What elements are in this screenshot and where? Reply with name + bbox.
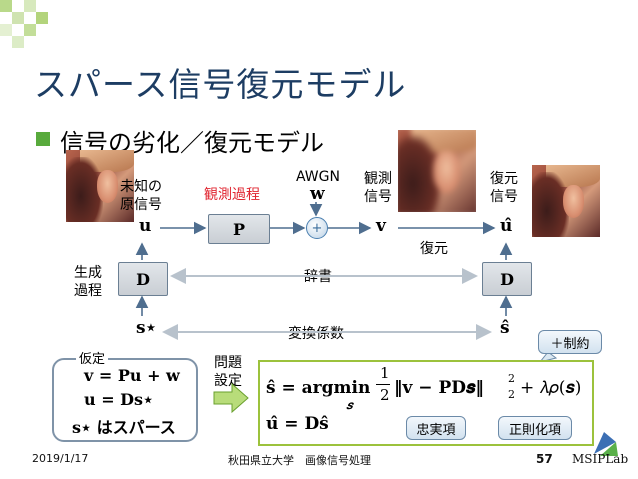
footer-course: 秋田県立大学 画像信号処理 (228, 454, 371, 467)
footer-logo: MSIPLab (572, 452, 629, 466)
label-generation: 生成 (74, 265, 102, 281)
formula-norm: ‖𝐯 − 𝐏𝐃𝒔‖ (394, 378, 484, 398)
adder-node: + (306, 217, 328, 239)
deco-square (36, 12, 48, 24)
label-generation-process: 過程 (74, 283, 102, 299)
label-observed: 観測 (364, 171, 392, 187)
formula-argmin-sub: 𝒔 (346, 398, 353, 412)
problem-setting-arrow (213, 382, 249, 414)
formula-frac-bar (376, 384, 390, 385)
label-setting: 設定 (214, 373, 242, 389)
symbol-u: 𝐮 (139, 216, 152, 236)
formula-frac-den: 2 (380, 386, 390, 404)
label-restored-signal: 信号 (490, 189, 518, 205)
formula-regularizer: + 𝜆𝜌(𝒔) (520, 378, 582, 398)
formula-argmin: 𝐬̂ = argmin (266, 378, 371, 398)
formula-frac-num: 1 (380, 364, 390, 382)
label-unknown: 未知の (120, 179, 162, 195)
deco-square (12, 36, 24, 48)
footer-page-number: 57 (536, 452, 553, 466)
formula-norm-sub: 2 (508, 388, 515, 401)
slide-title: スパース信号復元モデル (34, 65, 407, 104)
symbol-s-hat: 𝐬̂ (500, 318, 510, 338)
constraint-callout: ＋制約 (538, 330, 602, 354)
label-observation-process: 観測過程 (204, 187, 260, 203)
label-original-signal: 原信号 (120, 197, 162, 213)
block-dictionary-D-left: D (118, 262, 168, 296)
label-observed-signal: 信号 (364, 189, 392, 205)
original-image (66, 150, 134, 222)
deco-square (0, 24, 12, 36)
deco-square (12, 12, 24, 24)
assumption-line-2: 𝐮 = 𝐃𝐬⋆ (84, 390, 154, 409)
formula-norm-sup: 2 (508, 372, 515, 385)
label-problem: 問題 (214, 355, 242, 371)
label-restored: 復元 (490, 171, 518, 187)
block-observation-P: P (208, 214, 270, 244)
assumption-title: 仮定 (76, 348, 109, 367)
symbol-v: 𝐯 (376, 216, 386, 236)
deco-square (24, 24, 36, 36)
label-restore: 復元 (420, 241, 448, 257)
symbol-u-hat: 𝐮̂ (500, 216, 513, 236)
assumption-line-3: 𝐬⋆ はスパース (72, 418, 176, 437)
symbol-s-star: 𝐬⋆ (136, 318, 157, 338)
regularization-term-callout: 正則化項 (498, 416, 572, 440)
assumption-line-1: 𝐯 = 𝐏𝐮 + 𝐰 (84, 366, 180, 385)
footer-date: 2019/1/17 (32, 452, 89, 465)
restored-image (532, 165, 600, 237)
deco-square (24, 0, 36, 12)
label-awgn: AWGN (296, 169, 340, 185)
fidelity-term-callout: 忠実項 (406, 416, 466, 440)
block-dictionary-D-right: D (482, 262, 532, 296)
msip-logo-icon (594, 432, 618, 456)
formula-restore: 𝐮̂ = 𝐃𝐬̂ (266, 414, 329, 434)
assumption-box (52, 358, 198, 442)
observed-blurred-image (398, 130, 476, 212)
deco-square (0, 0, 12, 12)
symbol-w: 𝐰 (310, 184, 325, 204)
bullet-marker (36, 132, 50, 146)
